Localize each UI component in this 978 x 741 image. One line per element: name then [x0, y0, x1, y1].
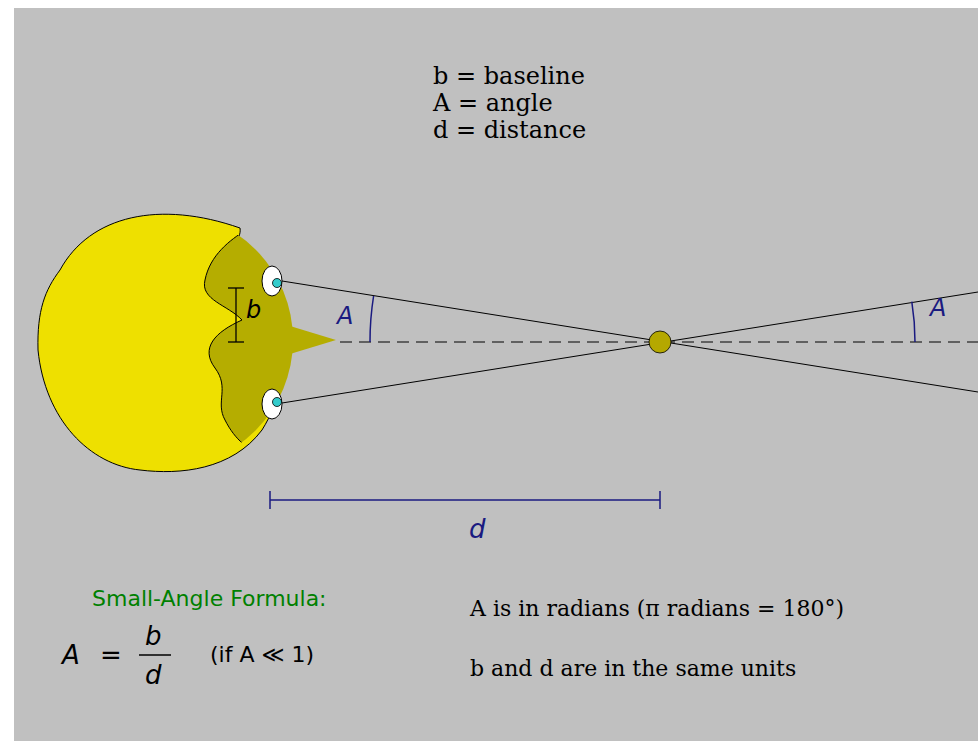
pupil	[273, 398, 282, 407]
angle-label: A	[930, 296, 946, 320]
sight-line	[282, 292, 978, 403]
angle-arc	[370, 296, 374, 342]
distance-dimension	[270, 499, 660, 501]
legend-definition: b = baseline	[433, 64, 585, 88]
note-text: b and d are in the same units	[470, 658, 796, 680]
pupil	[273, 279, 282, 288]
formula-term: =	[100, 642, 122, 668]
nose-shape	[290, 326, 336, 354]
legend-definition: d = distance	[433, 118, 586, 142]
distance-dimension	[269, 491, 271, 509]
sight-line	[282, 281, 978, 392]
distance-dimension	[659, 491, 661, 509]
note-text: A is in radians (π radians = 180°)	[470, 598, 844, 620]
angle-arc	[912, 302, 915, 342]
baseline-label: b	[246, 298, 261, 322]
formula-term: A	[62, 642, 80, 668]
eye	[262, 266, 282, 296]
formula-heading: Small-Angle Formula:	[92, 588, 327, 610]
formula-condition: (if A ≪ 1)	[210, 644, 314, 666]
formula-term: b	[145, 623, 162, 649]
distance-label: d	[469, 516, 486, 542]
legend-definition: A = angle	[433, 91, 553, 115]
target-object	[649, 331, 671, 353]
baseline-bracket	[235, 288, 236, 342]
eye	[262, 389, 282, 419]
formula-term: d	[145, 662, 162, 688]
fraction-bar	[139, 654, 171, 656]
background-panel	[14, 8, 978, 741]
baseline-bracket	[228, 341, 244, 342]
angle-label: A	[337, 304, 353, 328]
